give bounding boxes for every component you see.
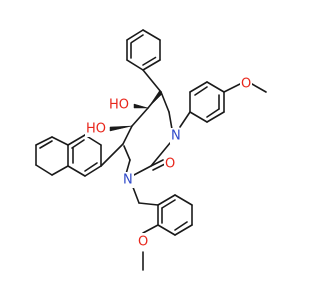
lower-benzyl-ch2-bond <box>100 143 124 167</box>
lower-left-ring-tail-4 <box>35 164 53 176</box>
lower-left-ring-tail-5 <box>51 165 69 176</box>
upper-ome-bond-1 <box>223 83 241 93</box>
lower-left-ring-tail-6 <box>39 140 53 149</box>
wedge-lower-oh <box>109 125 133 132</box>
nitrogen-label-upper: N <box>171 129 181 144</box>
nitrogen-label-lower: N <box>123 173 133 188</box>
carbonyl-bond-a <box>150 159 164 167</box>
lower-ome-bond-1 <box>142 224 159 234</box>
lower-left-benzyl-ring <box>67 134 102 177</box>
chemical-structure-diagram: HO HO N N O O O <box>35 29 267 271</box>
carbonyl-bond-b <box>152 163 166 171</box>
hydroxyl-label-lower: HO <box>86 122 106 137</box>
wedge-upper-benzyl <box>147 89 163 109</box>
upper-benzyl-ring <box>126 29 161 71</box>
atom-label-layer: HO HO N N O O O <box>85 76 252 251</box>
lower-ch2-ring-bond <box>138 202 159 206</box>
hydroxyl-label-upper: HO <box>109 98 129 113</box>
bond-layer <box>35 29 267 271</box>
upper-methoxybenzyl-ring <box>189 81 225 123</box>
carbonyl-oxygen-label: O <box>165 157 175 172</box>
methoxy-oxygen-label-upper: O <box>241 77 251 92</box>
lower-left-ring-tail <box>51 136 69 146</box>
upper-n-ch2-bond <box>179 111 191 128</box>
upper-benzyl-ch2-bond <box>142 69 162 93</box>
wedge-upper-oh <box>133 103 149 109</box>
lower-left-ring-tail-2 <box>35 136 53 146</box>
lower-methoxybenzyl-ring <box>157 194 193 236</box>
methoxy-oxygen-label-lower: O <box>138 235 148 250</box>
upper-ome-bond-2 <box>251 83 267 93</box>
